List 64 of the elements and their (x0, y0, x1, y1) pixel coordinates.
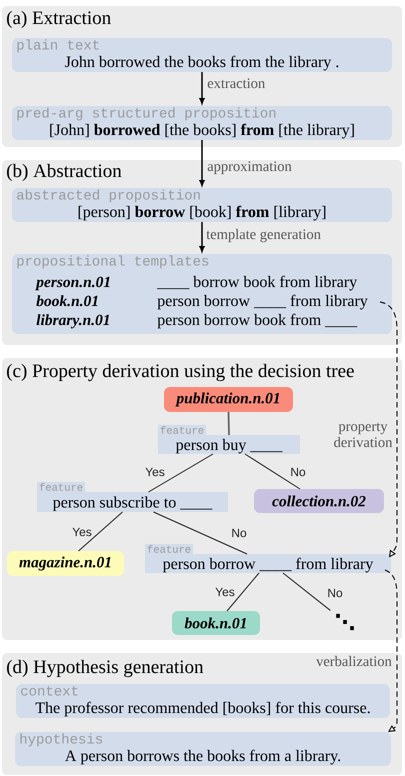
class-box: book.n.01 (172, 611, 260, 635)
feature-box (145, 544, 391, 573)
sentence: John borrowed the books from the library . (65, 56, 338, 70)
box-label: propositional templates (17, 255, 208, 268)
edge-label: property derivation (334, 422, 392, 448)
section-heading: (b) Abstraction (7, 164, 122, 182)
ellipsis: ⋱ (336, 614, 354, 630)
edge-label: No (232, 528, 246, 538)
template-text: ____ borrow book from library (157, 276, 358, 290)
branch-line (282, 572, 331, 611)
dashed-arrow (384, 570, 398, 732)
box-label: plain text (17, 39, 99, 52)
feature-text: person borrow ____ from library (162, 558, 374, 572)
edge-label: approximation (208, 161, 292, 174)
section-heading: (d) Hypothesis generation (7, 660, 204, 678)
branch-line (148, 454, 214, 492)
branch-line (153, 512, 248, 554)
feature-box (158, 424, 300, 454)
box-label: abstracted proposition (17, 189, 200, 202)
text-box (12, 38, 392, 72)
branch-line (78, 512, 123, 552)
dashed-arrow (380, 302, 398, 558)
text-box (12, 106, 392, 140)
feature-text: person buy ____ (176, 438, 282, 454)
edge-label: No (328, 588, 342, 598)
text-box (16, 684, 390, 718)
branch-line (228, 412, 230, 436)
synset-label: library.n.01 (36, 314, 109, 328)
edge-label: template generation (206, 228, 321, 242)
box-label: pred-arg structured proposition (17, 107, 276, 120)
branch-line (226, 572, 260, 612)
edge-label: extraction (208, 78, 265, 88)
text-box (12, 188, 392, 222)
edge-label: Yes (215, 588, 234, 596)
sentence: [person] borrow [book] from [library] (78, 206, 326, 220)
class-box: publication.n.01 (164, 387, 293, 412)
section-heading: (a) Extraction (7, 10, 111, 28)
feature-text: person subscribe to ____ (52, 496, 212, 511)
sentence: [John] borrowed [the books] from [the library] (50, 124, 354, 138)
box-label: hypothesis (20, 733, 102, 746)
feature-tag: feature (158, 424, 206, 435)
text-box (12, 254, 392, 334)
text-box (15, 732, 391, 766)
feature-box (37, 482, 228, 512)
edge-label: Yes (145, 468, 164, 476)
class-box: collection.n.02 (254, 489, 384, 513)
edge-label: Yes (72, 528, 92, 536)
box-label: context (21, 686, 78, 696)
sentence: A person borrows the books from a library. (65, 750, 340, 764)
arrow (199, 72, 205, 104)
feature-tag: feature (37, 482, 86, 492)
feature-tag: feature (145, 544, 194, 554)
class-box: magazine.n.01 (7, 551, 124, 576)
arrow (199, 222, 205, 252)
template-text: person borrow ____ from library (157, 294, 368, 310)
section-heading: (c) Property derivation using the decision tree (7, 364, 354, 382)
branch-line (244, 454, 300, 490)
arrow (199, 140, 205, 186)
sentence: The professor recommended [books] for this course. (36, 702, 370, 716)
synset-label: book.n.01 (36, 295, 98, 306)
synset-label: person.n.01 (35, 276, 110, 290)
edge-label: verbalization (316, 656, 392, 666)
template-text: person borrow book from ____ (157, 314, 358, 328)
edge-label: No (291, 468, 306, 476)
